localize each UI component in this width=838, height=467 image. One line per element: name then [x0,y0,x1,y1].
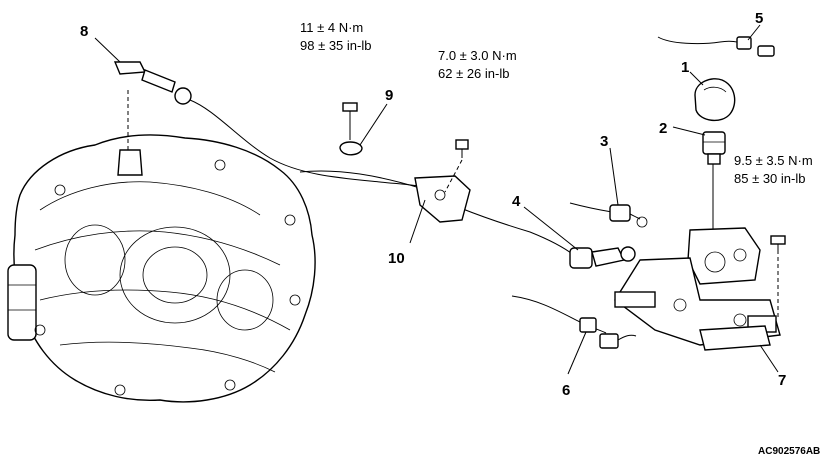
cable-bracket [414,175,471,223]
callout-5: 5 [755,10,763,27]
callout-2: 2 [659,120,667,137]
part-3-clip [569,202,648,228]
callout-8: 8 [80,23,88,40]
part-5-harness [657,36,775,57]
callout-10: 10 [388,250,405,267]
leader-lines [94,24,779,375]
callout-9: 9 [385,87,393,104]
shift-knob [694,78,736,121]
transaxle-assembly [7,90,316,403]
figure-reference-code: AC902576AB [758,446,820,457]
callout-1: 1 [681,59,689,76]
torque-7-nm: 9.5 ± 3.5 N·m [734,153,813,168]
bolt-9 [339,102,363,156]
torque-10-inlb: 62 ± 26 in-lb [438,66,509,81]
callout-6: 6 [562,382,570,399]
shift-lever-assembly [614,164,786,351]
part-6-harness [511,295,637,349]
torque-10-nm: 7.0 ± 3.0 N·m [438,48,517,63]
shift-cable [113,61,576,257]
torque-9-inlb: 98 ± 35 in-lb [300,38,371,53]
knob-adapter [702,131,726,165]
callout-4: 4 [512,193,521,210]
callout-7: 7 [778,372,786,389]
bolt-10 [444,139,469,193]
part-4-cable-end [569,246,636,269]
callout-3: 3 [600,133,608,150]
torque-9-nm: 11 ± 4 N·m [300,20,363,35]
torque-7-inlb: 85 ± 30 in-lb [734,171,805,186]
